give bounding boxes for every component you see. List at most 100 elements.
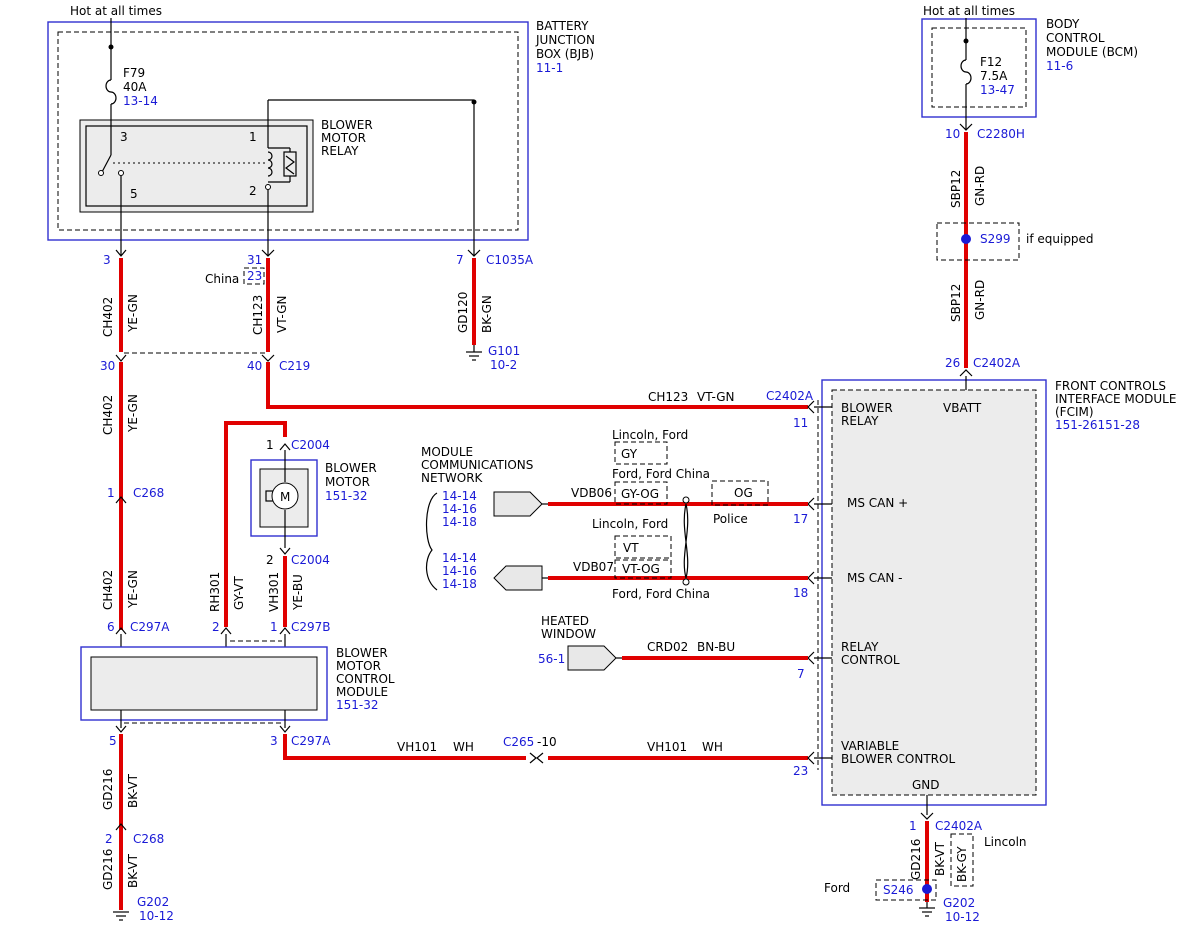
heated-window-name-2: WINDOW [541,627,596,641]
mcn-name-3: NETWORK [421,471,484,485]
c265-pin: -10 [537,735,557,749]
vdb07-lincoln-ford: Lincoln, Ford [592,517,668,531]
c268b-chevron [115,823,127,831]
bcm-name-2: CONTROL [1046,31,1105,45]
heated-window-ref: 56-1 [538,652,565,666]
fcim-ref: 151-26151-28 [1055,418,1140,432]
wire-vh301-circuit: VH301 [267,572,281,612]
s299-note: if equipped [1026,232,1094,246]
relay-coil-symbol [120,99,477,255]
c268-pin-1: 1 [107,486,115,500]
china-pin-box [243,267,265,285]
wire-rh301-circuit: RH301 [208,572,222,612]
bcm-name-1: BODY [1046,17,1080,31]
ground-g202-left-ref: 10-12 [139,909,174,923]
wire-ch402b-circuit: CH402 [101,395,115,435]
fcim-vbatt: VBATT [943,401,982,415]
wire-crd02-circuit: CRD02 [647,640,688,654]
wire-gd216b-color: BK-VT [126,853,140,888]
c297a-lower-connector: C297A [291,734,331,748]
ground-g202-right-ref: 10-12 [945,910,980,924]
wire-ch402-circuit: CH402 [101,297,115,337]
relay-pin-2: 2 [249,184,257,198]
ground-g202-left-symbol [113,911,129,921]
mcn-name-1: MODULE [421,445,473,459]
s299-label: S299 [980,232,1011,246]
heated-window-pentagon [567,645,617,671]
c297a-pin-6: 6 [107,620,115,634]
c297a-pin-3: 3 [270,734,278,748]
vdb06-police: Police [713,512,748,526]
c297b-pin-2: 2 [212,620,220,634]
fcim-variable-2: BLOWER CONTROL [841,752,955,766]
fuse-f12-amps: 7.5A [980,69,1008,83]
blower-motor-name-2: MOTOR [325,475,370,489]
wire-gd120-circuit: GD120 [456,292,470,333]
wire-vdb06-circuit: VDB06 [571,486,612,500]
fcim-pin-18: 18 [793,586,808,600]
c2402a-connector-11: C2402A [766,389,814,403]
bjb-pin-3: 3 [103,253,111,267]
wire-gd216a-circuit: GD216 [101,769,115,810]
wire-gd120-color: BK-GN [480,295,494,333]
c2402a-bottom-pin: 1 [909,819,917,833]
wire-crd02-color: BN-BU [697,640,735,654]
bmcm-name-2: MOTOR [336,659,381,673]
wire-ch402c-color: YE-GN [126,570,140,609]
c2004a-pin: 1 [266,438,274,452]
bjb-name-2: JUNCTION [535,33,595,47]
ms-can-minus-pentagon [493,565,543,591]
wire-gd216a-color: BK-VT [126,773,140,808]
c268-connector: C268 [133,486,164,500]
ground-g101-ref: 10-2 [490,358,517,372]
wire-sbp12a-color: GN-RD [973,166,987,206]
c265-connector: C265 [503,735,534,749]
c297a-pin-5: 5 [109,734,117,748]
c268-chevron [115,496,127,504]
relay-pin-1: 1 [249,130,257,144]
fcim-blower-relay-2: RELAY [841,414,879,428]
bjb-pin-31: 31 [247,253,262,267]
wire-ch123b-color: VT-GN [697,390,734,404]
wire-sbp12b-circuit: SBP12 [949,284,963,322]
wire-gd216c-alt-color: BK-GY [955,846,969,882]
wire-vh101a-circuit: VH101 [397,740,437,754]
wire-rh301-color: GY-VT [232,576,246,610]
s246-label: S246 [883,883,914,897]
fcim-blower-relay-1: BLOWER [841,401,893,415]
fcim-gnd: GND [912,778,940,792]
heated-window-name-1: HEATED [541,614,589,628]
c2402a-bottom-chevron [920,812,934,820]
ground-g202-right-symbol [919,902,935,917]
bjb-ref: 11-1 [536,61,563,75]
c2004b-connector: C2004 [291,553,330,567]
motor-symbol [271,482,299,510]
c268b-connector: C268 [133,832,164,846]
vdb07-vt: VT [623,541,639,555]
bjb-name-3: BOX (BJB) [536,47,594,61]
wire-ch123-color: VT-GN [275,296,289,333]
vdb06-og: OG [734,486,753,500]
vdb07-ford-china: Ford, Ford China [612,587,710,601]
fuse-f79-ref: 13-14 [123,94,158,108]
c297b-chevrons [220,627,291,635]
mcn-ref-4: 14-14 [442,551,477,565]
wire-vh101-left [283,734,526,760]
bcm-ref: 11-6 [1046,59,1073,73]
fcim-name-1: FRONT CONTROLS [1055,379,1166,393]
mcn-ref-2: 14-16 [442,502,477,516]
s299-splice-dot [961,234,971,244]
vdb06-gy-og: GY-OG [621,487,659,501]
c268b-pin: 2 [105,832,113,846]
mcn-ref-3: 14-18 [442,515,477,529]
bcm-hot-label: Hot at all times [923,4,1015,18]
bmcm-name-1: BLOWER [336,646,388,660]
fcim-relay-control-2: CONTROL [841,653,900,667]
bjb-connector-chevrons [115,249,481,257]
fcim-pin-23: 23 [793,764,808,778]
c219-connector: C219 [279,359,310,373]
c2402a-top-connector: C2402A [973,356,1021,370]
fcim-name-3: (FCIM) [1055,405,1094,419]
fcim-name-2: INTERFACE MODULE [1055,392,1176,406]
relay-name-1: BLOWER [321,118,373,132]
